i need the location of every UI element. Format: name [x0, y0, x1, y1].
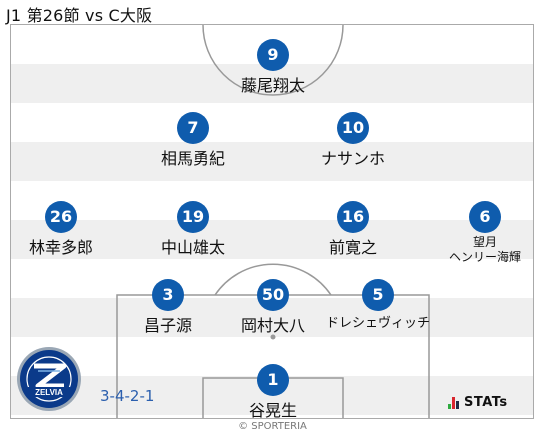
player-slot-7[interactable]: 6 望月 ヘンリー海輝 — [415, 201, 533, 265]
player-name: 谷晃生 — [248, 401, 297, 419]
player-slot-3[interactable]: 10 ナサンホ — [283, 112, 423, 169]
copyright: © SPORTERIA — [238, 421, 307, 432]
player-slot-9[interactable]: 50 岡村大八 — [203, 279, 343, 336]
player-slot-5[interactable]: 19 中山雄太 — [123, 201, 263, 258]
player-number: 9 — [257, 39, 289, 71]
player-number: 6 — [469, 201, 501, 233]
player-name: 藤尾翔太 — [240, 76, 305, 95]
page-title: J1 第26節 vs C大阪 — [6, 6, 153, 25]
svg-text:ZELVIA: ZELVIA — [35, 388, 63, 397]
player-name: 相馬勇紀 — [160, 149, 225, 168]
player-number: 50 — [257, 279, 289, 311]
pitch: 9 藤尾翔太 7 相馬勇紀 10 ナサンホ 26 林幸多郎 19 中山雄太 16… — [10, 24, 534, 419]
player-name: 岡村大八 — [240, 316, 305, 335]
player-name: ナサンホ — [320, 149, 385, 168]
player-number: 19 — [177, 201, 209, 233]
player-number: 1 — [257, 364, 289, 396]
player-number: 3 — [152, 279, 184, 311]
player-name: 中山雄太 — [160, 238, 225, 257]
player-slot-1[interactable]: 9 藤尾翔太 — [203, 39, 343, 96]
player-slot-4[interactable]: 26 林幸多郎 — [11, 201, 131, 258]
stats-brand-text: STATs — [464, 395, 508, 410]
player-slot-2[interactable]: 7 相馬勇紀 — [123, 112, 263, 169]
player-number: 16 — [337, 201, 369, 233]
player-slot-8[interactable]: 3 昌子源 — [98, 279, 238, 336]
formation-label: 3-4-2-1 — [100, 387, 155, 405]
player-name: 望月 ヘンリー海輝 — [435, 235, 533, 265]
player-name: 昌子源 — [143, 316, 192, 335]
player-slot-6[interactable]: 16 前寛之 — [283, 201, 423, 258]
player-number: 5 — [362, 279, 394, 311]
stats-bars-icon — [448, 396, 459, 409]
stats-logo: STATs — [448, 395, 508, 410]
player-name: ドレシェヴィッチ — [325, 316, 430, 331]
player-slot-10[interactable]: 5 ドレシェヴィッチ — [308, 279, 448, 331]
player-number: 26 — [45, 201, 77, 233]
player-name-line: ヘンリー海輝 — [448, 250, 521, 264]
team-crest-logo: ZELVIA — [16, 346, 82, 412]
player-name-line: 望月 — [472, 235, 497, 249]
player-number: 7 — [177, 112, 209, 144]
player-name: 林幸多郎 — [28, 238, 93, 257]
player-number: 10 — [337, 112, 369, 144]
player-name: 前寛之 — [328, 238, 377, 257]
player-slot-11[interactable]: 1 谷晃生 — [203, 364, 343, 419]
